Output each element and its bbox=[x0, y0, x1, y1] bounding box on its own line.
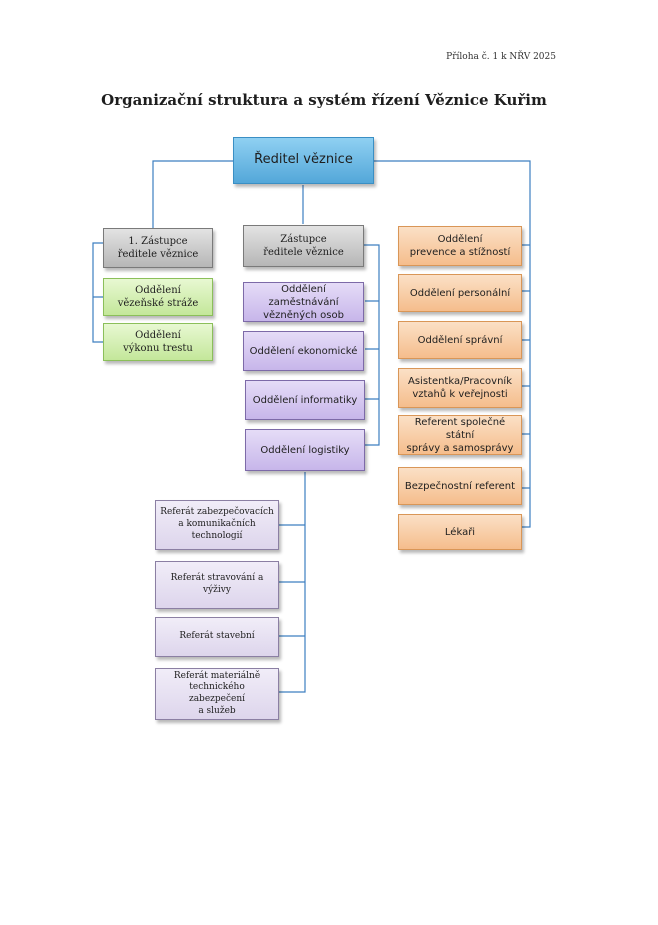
unit-doctors: Lékaři bbox=[398, 514, 522, 550]
connector-director-first-deputy bbox=[152, 160, 233, 230]
dept-material-technical-support: Referát materiálně technického zabezpeče… bbox=[155, 668, 279, 720]
unit-inmate-employment: Oddělení zaměstnávání vězněných osob bbox=[243, 282, 364, 322]
unit-informatics: Oddělení informatiky bbox=[245, 380, 365, 420]
unit-personnel: Oddělení personální bbox=[398, 274, 522, 312]
connector-deputy bbox=[364, 244, 380, 446]
unit-sentence-execution: Oddělení výkonu trestu bbox=[103, 323, 213, 361]
deputy-box: Zástupce ředitele věznice bbox=[243, 225, 364, 267]
dept-security-communication-tech: Referát zabezpečovacích a komunikačních … bbox=[155, 500, 279, 550]
unit-prevention-complaints: Oddělení prevence a stížností bbox=[398, 226, 522, 266]
dept-catering-nutrition: Referát stravování a výživy bbox=[155, 561, 279, 609]
director-box: Ředitel věznice bbox=[233, 137, 374, 184]
unit-assistant-public-relations: Asistentka/Pracovník vztahů k veřejnosti bbox=[398, 368, 522, 408]
first-deputy-box: 1. Zástupce ředitele věznice bbox=[103, 228, 213, 268]
dept-construction: Referát stavební bbox=[155, 617, 279, 657]
unit-state-administration-referent: Referent společné státní správy a samosp… bbox=[398, 415, 522, 455]
unit-economic: Oddělení ekonomické bbox=[243, 331, 364, 371]
annex-label: Příloha č. 1 k NŘV 2025 bbox=[446, 52, 556, 62]
unit-prison-guard: Oddělení vězeňské stráže bbox=[103, 278, 213, 316]
unit-security-referent: Bezpečnostní referent bbox=[398, 467, 522, 505]
connector-logistics bbox=[279, 472, 306, 693]
unit-logistics: Oddělení logistiky bbox=[245, 429, 365, 471]
connector-director-units bbox=[522, 244, 530, 489]
unit-administrative: Oddělení správní bbox=[398, 321, 522, 359]
connector-first-deputy bbox=[92, 242, 103, 343]
page-title: Organizační struktura a systém řízení Vě… bbox=[101, 91, 547, 109]
connector-director-right bbox=[374, 160, 531, 528]
